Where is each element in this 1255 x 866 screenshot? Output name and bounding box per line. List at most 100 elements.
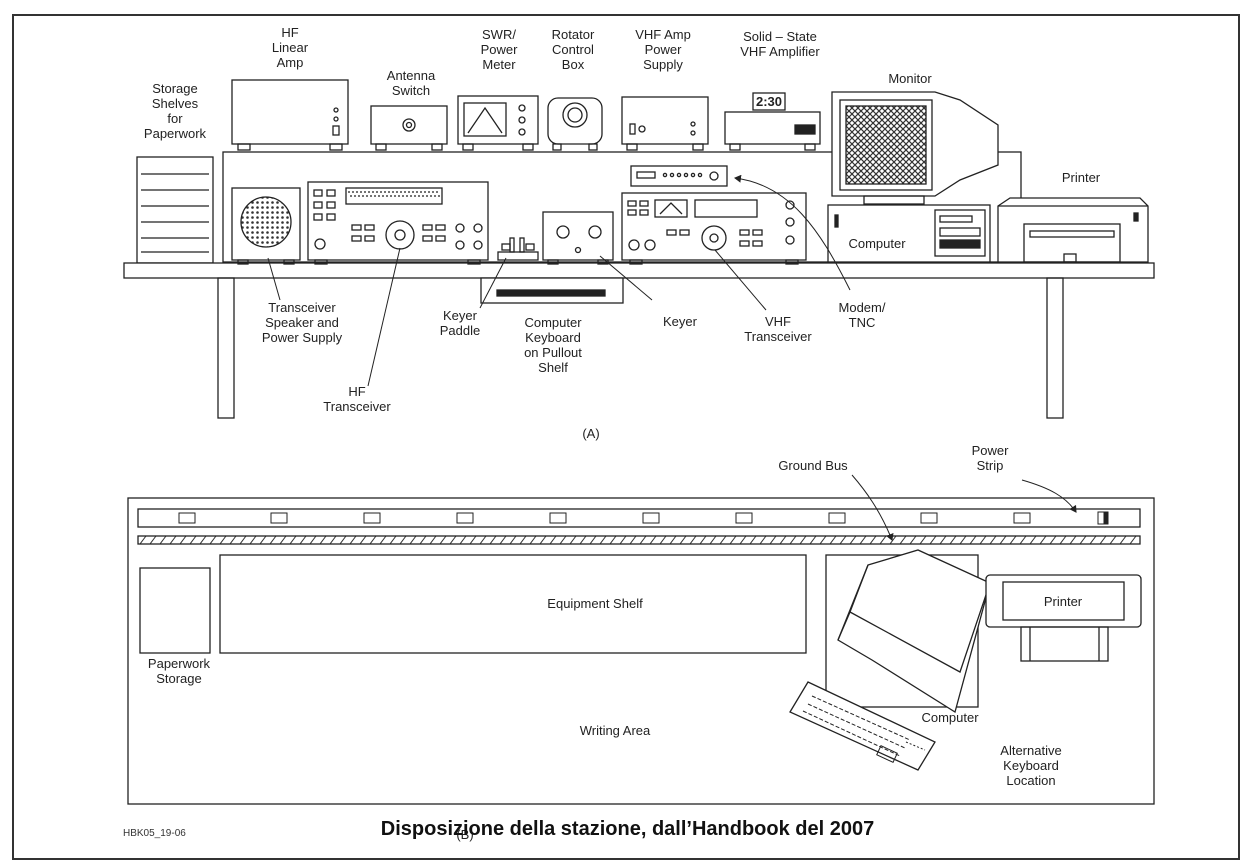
printer-top-label-line: Printer (1044, 594, 1083, 609)
desk-top (123, 262, 1155, 279)
ground-bus (137, 535, 1141, 545)
leader-lines-b (851, 474, 1077, 541)
keyboard-pullout-label-line: Computer (524, 315, 582, 330)
rotator-control-box-label-line: Control (552, 42, 594, 57)
vhf-transceiver (621, 192, 807, 265)
equipment-shelf-area (219, 554, 807, 654)
storage-shelves (136, 156, 214, 264)
hf-linear-amp-label-line: Linear (272, 40, 309, 55)
paperwork-storage-label-line: Paperwork (148, 656, 211, 671)
keyboard-pullout-label-line: Keyboard (525, 330, 581, 345)
figure-code: HBK05_19-06 (123, 828, 186, 839)
vhf-amp-supply-label-line: VHF Amp (635, 27, 691, 42)
section-b-label: (B) (456, 827, 473, 842)
computer-label-line: Computer (848, 236, 906, 251)
figure-caption: Disposizione della stazione, dall’Handbo… (380, 818, 875, 840)
rotator-control-box-label-line: Box (562, 57, 585, 72)
power-strip (137, 508, 1141, 528)
solid-state-vhf-amp (724, 92, 821, 151)
alt-keyboard-label-line: Alternative (1000, 743, 1061, 758)
hf-linear-amp-label-line: HF (281, 25, 298, 40)
equipment-shelf-label: Equipment Shelf (547, 596, 643, 611)
equipment-shelf-label-line: Equipment Shelf (547, 596, 643, 611)
keyboard-top (789, 681, 936, 771)
swr-power-meter (457, 95, 539, 151)
view-a-front-elevation (123, 79, 1155, 419)
printer-top (985, 574, 1142, 662)
amp-display-readout: 2:30 (756, 94, 782, 109)
modem-tnc-label-line: Modem/ (839, 300, 886, 315)
rotator-control-box-label-line: Rotator (552, 27, 595, 42)
printer-front (997, 197, 1149, 263)
solid-state-amp-label-line: Solid – State (743, 29, 817, 44)
computer-top-label-line: Computer (921, 710, 979, 725)
vhf-amp-supply-label-line: Power (645, 42, 683, 57)
modem-tnc-label-line: TNC (849, 315, 876, 330)
power-strip-label-line: Strip (977, 458, 1004, 473)
speaker-psu (231, 187, 301, 265)
ground-bus-label: Ground Bus (778, 458, 848, 473)
swr-power-meter-label-line: Power (481, 42, 519, 57)
swr-power-meter-label-line: SWR/ (482, 27, 516, 42)
storage-shelves-label-line: Storage (152, 81, 198, 96)
vhf-transceiver-label-line: Transceiver (744, 329, 812, 344)
computer-top-label: Computer (921, 710, 979, 725)
vhf-amp-supply-label-line: Supply (643, 57, 683, 72)
section-a-label: (A) (582, 426, 599, 441)
desk-leg-right (1046, 277, 1064, 419)
keyer-paddle-label-line: Keyer (443, 308, 478, 323)
hf-linear-amp-label-line: Amp (277, 55, 304, 70)
alt-keyboard-label-line: Keyboard (1003, 758, 1059, 773)
paperwork-storage-label-line: Storage (156, 671, 202, 686)
vhf-transceiver-label-line: VHF (765, 314, 791, 329)
antenna-switch-label-line: Switch (392, 83, 430, 98)
solid-state-amp-label-line: VHF Amplifier (740, 44, 820, 59)
swr-power-meter-label-line: Meter (482, 57, 516, 72)
monitor-label: Monitor (888, 71, 932, 86)
antenna-switch-label-line: Antenna (387, 68, 436, 83)
keyer (542, 211, 614, 265)
storage-shelves-label-line: Shelves (152, 96, 199, 111)
modem-tnc (630, 165, 728, 187)
computer-front (827, 204, 991, 263)
speaker-psu-label-line: Speaker and (265, 315, 339, 330)
desk-outline (127, 497, 1155, 805)
rotator-control-box (547, 97, 603, 151)
writing-area-label-line: Writing Area (580, 723, 651, 738)
speaker-psu-label-line: Transceiver (268, 300, 336, 315)
keyer-label-line: Keyer (663, 314, 698, 329)
hf-transceiver-label-line: Transceiver (323, 399, 391, 414)
paperwork-storage-area (139, 567, 211, 654)
leader-lines-a (267, 174, 851, 387)
keyboard-pullout (480, 277, 624, 304)
hf-linear-amp (231, 79, 349, 151)
figure-frame (12, 14, 1240, 860)
storage-shelves-label-line: Paperwork (144, 126, 207, 141)
printer-top-label: Printer (1044, 594, 1083, 609)
keyer-paddle (497, 237, 539, 261)
view-b-plan-view (127, 474, 1155, 805)
antenna-switch (370, 105, 448, 151)
keyer-paddle-label-line: Paddle (440, 323, 480, 338)
ground-bus-label-line: Ground Bus (778, 458, 848, 473)
printer-label-line: Printer (1062, 170, 1101, 185)
keyer-label: Keyer (663, 314, 698, 329)
power-strip-label-line: Power (972, 443, 1010, 458)
modem-tnc-label: Modem/TNC (839, 300, 886, 330)
hf-transceiver (307, 181, 489, 265)
